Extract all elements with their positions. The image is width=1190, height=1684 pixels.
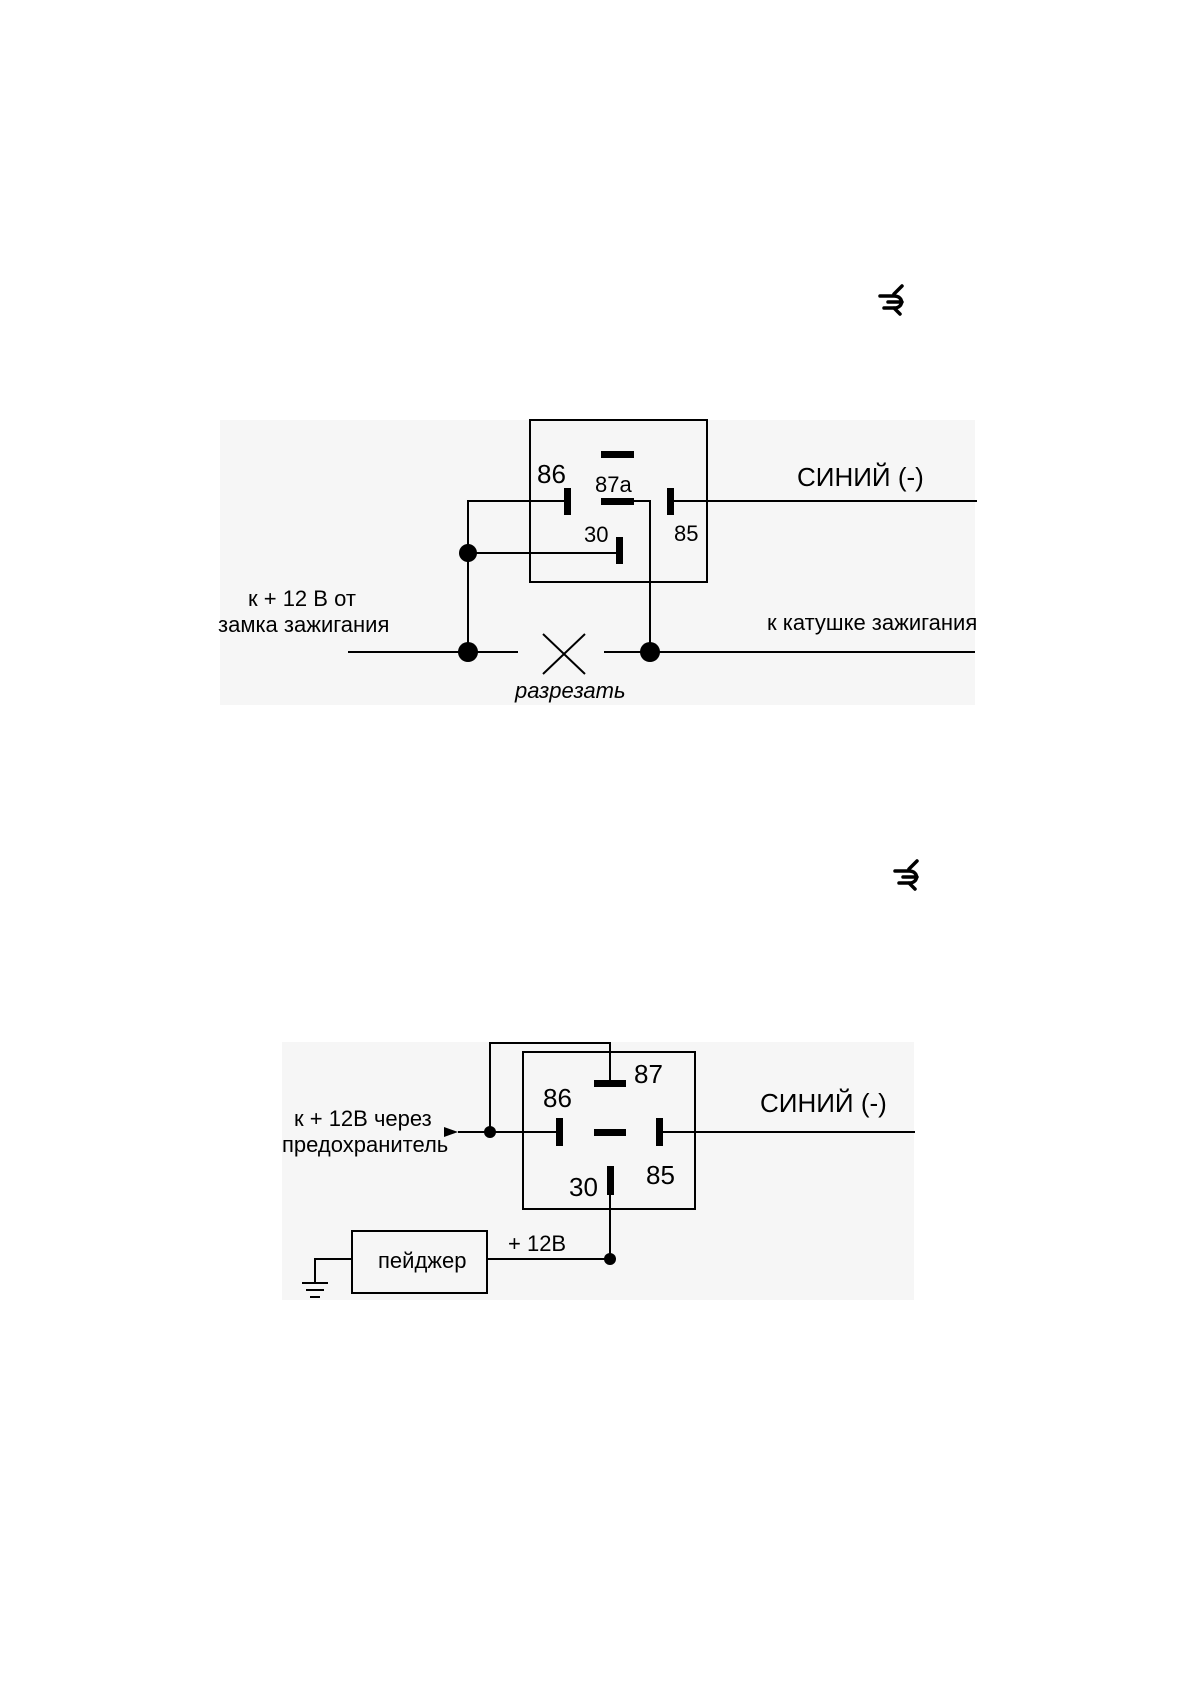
pin-85-label: 85 <box>646 1160 675 1190</box>
pin-85-bar <box>656 1118 663 1146</box>
ground-icon <box>302 1282 328 1298</box>
wire-86-to-junction <box>467 500 564 652</box>
fuse-label-line2: предохранитель <box>282 1132 448 1157</box>
wire-pager-ground <box>314 1258 352 1283</box>
pin-30-bar <box>616 537 623 564</box>
diagram-background <box>220 420 975 705</box>
wire-87a-to-coil <box>634 500 651 652</box>
pin-86-bar <box>564 488 571 515</box>
cut-label: разрезать <box>514 678 626 703</box>
junction-dot <box>604 1253 616 1265</box>
wire-87-loop <box>489 1042 611 1132</box>
pin-87-label: 87 <box>634 1059 663 1089</box>
pin-86-label: 86 <box>537 459 566 489</box>
pin-87-bar <box>594 1080 626 1087</box>
pin-87a-bar <box>601 498 634 505</box>
pin-30-bar <box>607 1166 614 1195</box>
pin-30-label: 30 <box>584 522 608 547</box>
pin-87-bar <box>601 451 634 458</box>
blue-wire-label: СИНИЙ (-) <box>760 1088 887 1118</box>
coil-label: к катушке зажигания <box>767 610 977 635</box>
pin-30-label: 30 <box>569 1172 598 1202</box>
pin-86-label: 86 <box>543 1083 572 1113</box>
junction-dot <box>484 1126 496 1138</box>
pin-87a-bar <box>594 1129 626 1136</box>
relay-coil-symbol-icon <box>878 284 904 316</box>
pin-87a-label: 87a <box>595 472 632 497</box>
pager-box <box>351 1230 488 1294</box>
pin-86-bar <box>556 1118 563 1146</box>
pin-85-bar <box>667 488 674 515</box>
junction-dot <box>458 642 478 662</box>
junction-dot <box>640 642 660 662</box>
plus12-label: + 12В <box>508 1231 566 1256</box>
source-label-line1: к + 12 В от <box>248 586 356 611</box>
source-label-line2: замка зажигания <box>218 612 389 637</box>
relay-coil-symbol-icon <box>893 859 919 891</box>
junction-dot <box>459 544 477 562</box>
diagram-pager-relay: 86 87 30 85 пейджер СИНИЙ (-) к + 12В че… <box>282 1042 915 1300</box>
diagram-ignition-cut: 86 87a 30 85 СИНИЙ (-) к + 12 В от замка… <box>218 419 977 705</box>
cut-mark-icon <box>542 633 586 675</box>
fuse-label-line1: к + 12В через <box>294 1106 432 1131</box>
pager-label: пейджер <box>378 1248 466 1273</box>
pin-85-label: 85 <box>674 521 698 546</box>
blue-wire-label: СИНИЙ (-) <box>797 462 924 492</box>
